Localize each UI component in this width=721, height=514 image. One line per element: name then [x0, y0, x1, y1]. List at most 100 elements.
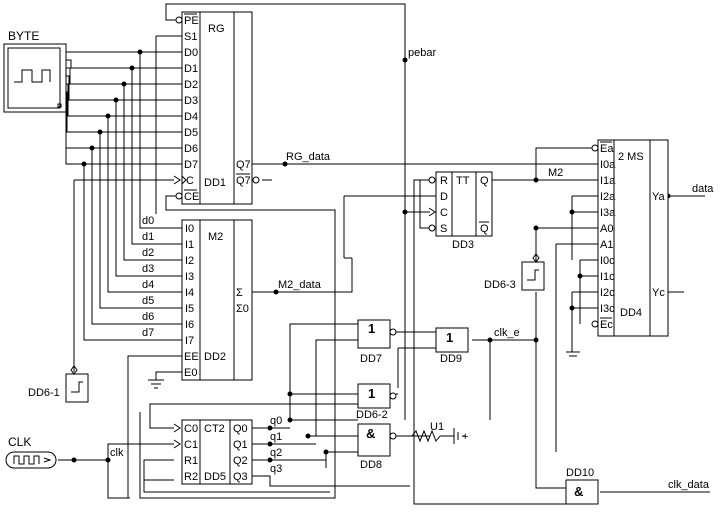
dd5-counter[interactable]: CT2 DD5 C0 C1 R1 R2 Q0 Q1 Q2 Q3	[173, 419, 253, 485]
dd5-pin-q0: Q0	[233, 423, 248, 435]
dd2-type: M2	[208, 231, 223, 243]
net-d3: d3	[142, 263, 154, 275]
dd1-pin-c: C	[186, 175, 194, 187]
dd1-pin-d5: D5	[184, 127, 198, 139]
dd2-pin-ee: EE	[184, 351, 199, 363]
dd2-pin-i4: I4	[185, 287, 194, 299]
dd4-pin-i0a: I0a	[600, 159, 616, 171]
dd4-pin-ec: Ec	[600, 319, 613, 331]
dd3-flipflop[interactable]: TT DD3 R D C S Q Q	[428, 171, 493, 251]
dd10-symbol: &	[574, 484, 583, 499]
dd6-3-pulse[interactable]: DD6-3	[484, 253, 545, 291]
net-m2: M2	[548, 167, 563, 179]
net-d6: d6	[142, 311, 154, 323]
resistor-icon	[411, 429, 441, 443]
dd1-pin-q7: Q7	[236, 159, 251, 171]
net-d1: d1	[142, 231, 154, 243]
dd5-pin-r2: R2	[184, 471, 198, 483]
dd4-pin-ea: Ea	[600, 143, 614, 155]
dd6-2-name: DD6-2	[356, 409, 388, 421]
dd8-and-gate[interactable]: & DD8	[357, 423, 397, 471]
dd4-pin-a1: A1	[600, 239, 613, 251]
dd1-pin-pe: PE	[184, 15, 199, 27]
dd3-pin-d: D	[440, 191, 448, 203]
dd2-pin-i0: I0	[185, 223, 194, 235]
dd9-name: DD9	[440, 353, 462, 365]
dd5-type: CT2	[204, 423, 225, 435]
dd7-symbol: 1	[368, 321, 375, 336]
ground-icon	[566, 351, 580, 357]
dd7-name: DD7	[360, 353, 382, 365]
net-d4: d4	[142, 279, 154, 291]
dd2-pin-i3: I3	[185, 271, 194, 283]
dd3-pin-r: R	[440, 175, 448, 187]
dd4-type: 2 MS	[618, 151, 644, 163]
dd4-pin-i1c: I1c	[600, 271, 615, 283]
dd4-multiplexer[interactable]: 2 MS DD4 Ea I0a I1a I2a I3a A0 A1 I0c I1…	[591, 139, 669, 337]
dd5-name: DD5	[204, 471, 226, 483]
u1-name: U1	[430, 421, 444, 433]
dd1-pin-d6: D6	[184, 143, 198, 155]
net-clk-data: clk_data	[668, 479, 710, 491]
net-q3: q3	[270, 463, 282, 475]
net-rg-data: RG_data	[286, 151, 331, 163]
dd1-pin-d0: D0	[184, 47, 198, 59]
dd5-pin-c0: C0	[184, 423, 198, 435]
net-clk-e: clk_e	[494, 327, 520, 339]
dd2-pin-e0: E0	[184, 367, 197, 379]
net-q2: q2	[270, 447, 282, 459]
dd5-pin-q3: Q3	[233, 471, 248, 483]
dd4-pin-i3a: I3a	[600, 207, 616, 219]
dd5-pin-q1: Q1	[233, 439, 248, 451]
dd1-pin-d3: D3	[184, 95, 198, 107]
dd6-1-pulse[interactable]: DD6-1	[28, 365, 89, 403]
dd3-type: TT	[456, 175, 470, 187]
dd1-pin-s1: S1	[184, 31, 197, 43]
net-m2-data: M2_data	[278, 279, 322, 291]
u1-plus: +	[462, 431, 468, 443]
square-wave-icon	[14, 69, 51, 83]
dd1-pin-q7-bar: Q7	[236, 175, 251, 187]
net-d2: d2	[142, 247, 154, 259]
dd2-name: DD2	[204, 351, 226, 363]
dd4-name: DD4	[620, 307, 642, 319]
dd9-or-gate[interactable]: 1 DD9	[435, 327, 469, 365]
dd6-2-inverter[interactable]: 1 DD6-2	[356, 383, 397, 421]
junction-dots	[71, 49, 671, 463]
dd8-symbol: &	[366, 426, 375, 441]
dd4-pin-i2c: I2c	[600, 287, 615, 299]
dd4-pin-i0c: I0c	[600, 255, 615, 267]
dd5-pin-q2: Q2	[233, 455, 248, 467]
dd4-pin-i2a: I2a	[600, 191, 616, 203]
byte-label: BYTE	[8, 29, 39, 43]
dd1-register[interactable]: RG DD1 PE S1 D0 D1 D2 D3 D4 D5 D6 D7 C C…	[173, 11, 260, 205]
clk-source[interactable]: CLK	[5, 435, 57, 469]
dd6-3-name: DD6-3	[484, 279, 516, 291]
clock-wave-icon	[13, 455, 40, 465]
u1-resistor[interactable]: U1 +	[411, 421, 468, 444]
dd6-1-name: DD6-1	[28, 387, 60, 399]
net-data: data	[692, 183, 714, 195]
dd1-name: DD1	[204, 177, 226, 189]
dd9-symbol: 1	[446, 330, 453, 345]
byte-source[interactable]: BYTE	[3, 29, 67, 113]
dd3-name: DD3	[452, 239, 474, 251]
dd2-pin-sum0: Σ0	[236, 303, 249, 315]
net-d5: d5	[142, 295, 154, 307]
net-pebar: pebar	[408, 47, 436, 59]
dd5-pin-c1: C1	[184, 439, 198, 451]
dd4-pin-yc: Yc	[652, 287, 665, 299]
net-q0: q0	[270, 415, 282, 427]
dd1-pin-ce: CE	[184, 191, 199, 203]
dd10-and-gate[interactable]: & DD10	[565, 467, 599, 505]
dd7-or-gate[interactable]: 1 DD7	[357, 319, 397, 365]
dd2-parity[interactable]: M2 DD2 I0 I1 I2 I3 I4 I5 I6 I7 EE E0 Σ Σ…	[181, 219, 253, 381]
ground-icon	[148, 379, 164, 389]
dd2-pin-i2: I2	[185, 255, 194, 267]
dd4-pin-i3c: I3c	[600, 303, 615, 315]
dd4-pin-ya: Ya	[652, 191, 666, 203]
dd1-pin-d1: D1	[184, 63, 198, 75]
dd2-pin-sum: Σ	[236, 287, 243, 299]
dd3-pin-q: Q	[480, 175, 489, 187]
